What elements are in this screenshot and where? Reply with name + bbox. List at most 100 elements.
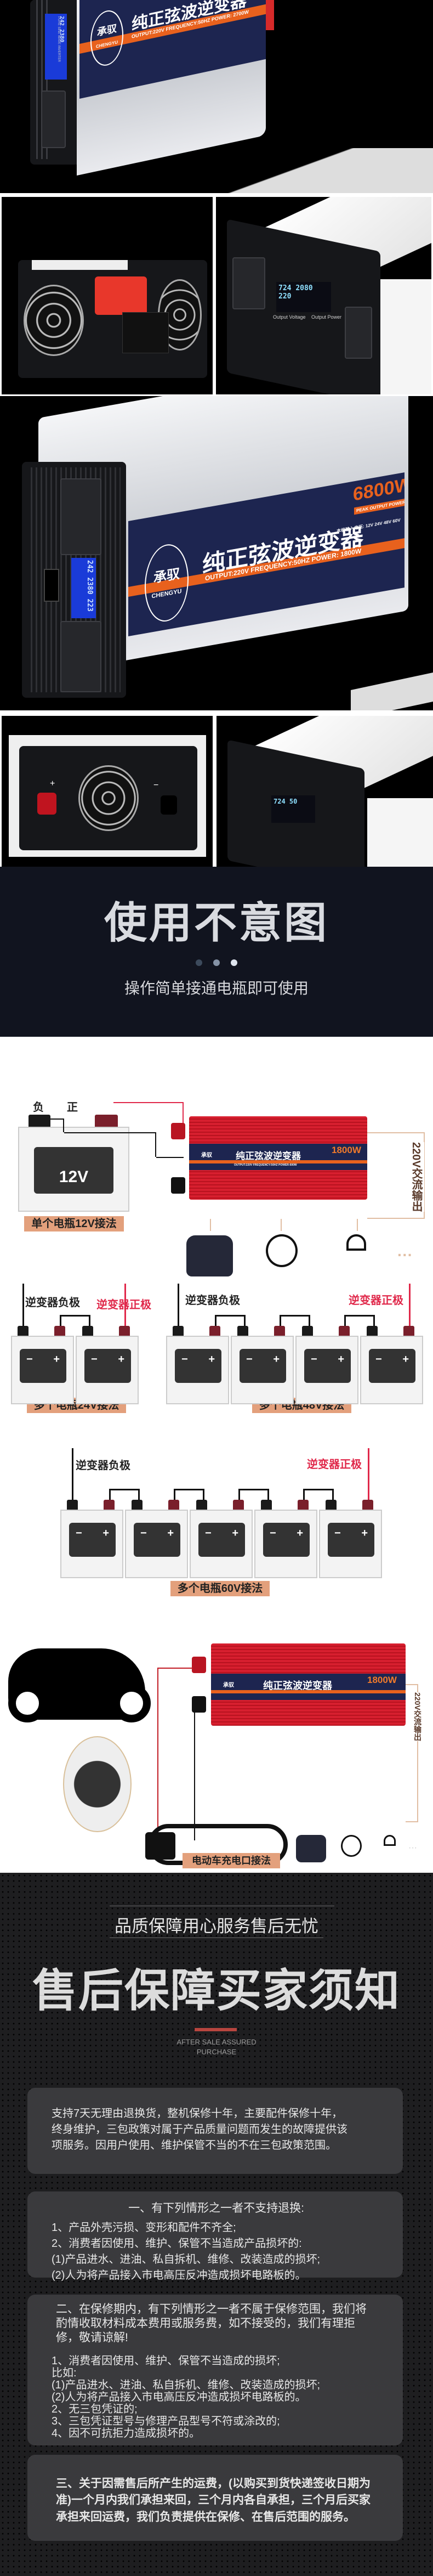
minus-icon: − [91,1353,98,1365]
power-switch [44,569,59,602]
battery: −+ [319,1510,382,1578]
appliance-drop [357,1219,358,1231]
inverter-pos-post [192,1657,206,1673]
dot [196,959,202,966]
lcd-reading: 2380 [59,29,65,43]
jumper-wire [238,1489,269,1500]
en-line-1: AFTER SALE ASSURED [176,2038,257,2046]
battery: −+ [360,1336,423,1404]
no-return-heading: 一、有下列情形之一者不支持退换: [128,2202,304,2215]
usage-title: 使用不意图 [104,899,329,947]
negative-terminal [29,1115,50,1127]
ac-socket [345,307,372,359]
diagram-single-12v: 负 正 12V 承驭 纯正弦波逆变器 1800W OUTPUT:220V FRE… [0,1038,433,1276]
list-item: (1)产品进水、进油、私自拆机、维修、改装造成的损坏; [52,2379,320,2391]
after-sale-slogan: 品质保障用心服务售后无忧 [115,1917,318,1936]
voltage-option: 48V [383,519,392,526]
lcd-reading: 50 [289,798,298,805]
usage-subtitle: 操作简单接通电瓶即可使用 [124,980,309,997]
positive-terminal [362,1500,373,1510]
lcd-reading: 724 [274,798,286,805]
warranty-exclusion-card: 二、在保修期内，有下列情形之一者不属于保修范围，我们将酌情收取材料成本费用或服务… [27,2295,403,2445]
negative-terminal [18,1326,29,1336]
caption-60v: 多个电瓶60V接法 [170,1581,270,1596]
lcd-reading: 242 [59,16,65,26]
fan-icon [24,285,84,356]
negative-terminal [132,1500,143,1510]
charge-connector [145,1832,175,1860]
carousel-dots [0,959,433,969]
no-return-card: 一、有下列情形之一者不支持退换: 1、产品外壳污损、变形和配件不齐全; 2、消费… [27,2191,403,2281]
positive-terminal [403,1326,414,1336]
jumper-wire [215,1315,246,1326]
list-item: (2)人为将产品接入市电高压反冲造成损坏电路板的。 [52,2269,306,2282]
battery: 12V [18,1127,129,1212]
negative-terminal [237,1326,248,1336]
lcd-legend: Output Voltage Output Power [273,314,341,320]
appliance-drop [281,1219,282,1231]
after-sale-section: 品质保障用心服务售后无忧 售后保障买家须知 AFTER SALE ASSURED… [0,1873,433,2576]
lcd-legend-voltage: Output Voltage [273,314,306,320]
list-item: 4、因不可抗拒力造成损坏的。 [52,2427,201,2439]
positive-terminal [209,1326,220,1336]
positive-lead [124,1284,126,1326]
en-line-2: PURCHASE [196,2047,237,2056]
battery: −+ [11,1336,74,1404]
ac-output-line [367,1132,425,1219]
product-photo-rear-dual-fan [2,197,213,394]
after-sale-title: 售后保障买家须知 [32,1966,401,2016]
lcd-reading: 223 [86,598,94,612]
warranty-heading: 二、在保修期内，有下列情形之一者不属于保修范围，我们将酌情收取材料成本费用或服务… [56,2303,367,2344]
list-item: (2)人为将产品接入市电高压反冲造成损坏电路板的。 [52,2391,306,2403]
appliance-drop [210,1219,211,1231]
battery-face: −+ [240,1349,286,1383]
negative-terminal [173,1326,184,1336]
minus-icon: − [375,1353,382,1365]
ac-socket [41,91,66,148]
minus-icon: − [205,1527,212,1539]
list-item: 2、无三包凭证的; [52,2403,138,2415]
pos-label-48v: 逆变器正极 [349,1295,403,1307]
intro-card: 支持7天无理由退换货，整机保修十年，主要配件保修十年， 终身维护，三包政策对属于… [27,2088,403,2174]
lcd-reading: 724 [278,284,292,292]
accent-bar [195,2028,237,2031]
negative-lead [178,1284,179,1326]
battery: −+ [231,1336,294,1404]
inverter-power: 1800W [367,1675,397,1685]
battery: −+ [60,1510,123,1578]
shipping-card: 三、关于因需售后所产生的运费，(以购买到货快递签收日期为准)一个月内我们承担来回… [27,2455,403,2541]
pos-label-60v: 逆变器正极 [307,1459,362,1471]
minus-icon: − [311,1353,317,1365]
negative-terminal [367,1326,378,1336]
jumper-wire [109,1489,140,1500]
battery-face: −+ [304,1349,351,1383]
diagram-series-60v: 逆变器负极 逆变器正极 多个电瓶60V接法 −+−+−+−+−+ [0,1448,433,1602]
plus-icon: + [53,1353,60,1365]
battery-face: −+ [263,1523,310,1557]
brand-logo: 承驭 [97,22,117,38]
inverter-red: 承驭 纯正弦波逆变器 1800W [211,1643,406,1726]
positive-terminal [168,1500,179,1510]
red-terminal-cap [266,0,274,30]
list-item: 比如: [52,2367,77,2379]
plus-icon: + [118,1353,124,1365]
minus-icon: − [153,781,159,790]
lcd-reading: 2080 [295,284,313,292]
fan-icon [78,765,139,831]
lcd-vertical-label: PURE SINE WAVE INVERTER [57,16,60,62]
negative-terminal [302,1326,313,1336]
diagram-series-24v-48v: 逆变器负极 逆变器正极 逆变器负极 逆变器正极 多个电瓶24V接法 多个电瓶48… [0,1284,433,1421]
ac-output-label: 220V交流输出 [408,1142,424,1212]
brand-en: CHENGYU [151,587,182,600]
battery: −+ [76,1336,139,1404]
battery-face: −+ [84,1349,131,1383]
rice-cooker-icon [296,1835,326,1862]
voltage-option: 12V [365,522,374,529]
voltage-option: 60V [392,517,401,524]
ac-socket [60,478,101,555]
dot [231,959,237,966]
product-name: 纯正弦波逆变器 [263,1680,332,1691]
fan-icon [266,1234,298,1267]
positive-terminal-cover [95,276,147,315]
